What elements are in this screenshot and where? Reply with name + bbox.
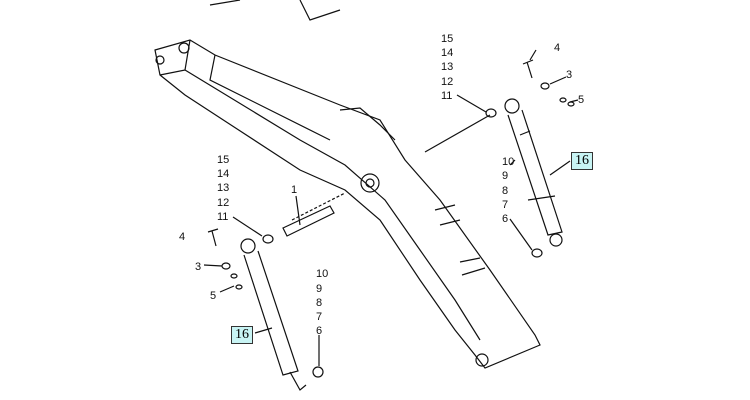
callout-6-left: 6 — [316, 325, 323, 337]
pin-1 — [282, 192, 346, 237]
callout-3-left: 3 — [195, 261, 202, 273]
callout-3-right: 3 — [566, 69, 573, 81]
callout-11-left: 11 — [217, 211, 229, 223]
right-cylinder — [424, 49, 579, 258]
callout-15-right: 15 — [441, 33, 454, 45]
callout-15-left: 15 — [217, 154, 230, 166]
callout-11-right: 11 — [441, 90, 453, 102]
callout-13-left: 13 — [217, 182, 230, 194]
left-cylinder — [203, 195, 324, 391]
callout-6-right: 6 — [502, 213, 509, 225]
callout-12-left: 12 — [217, 197, 230, 209]
callout-7-left: 7 — [316, 311, 323, 323]
assembly-16-left-badge[interactable]: 16 — [231, 326, 253, 344]
callout-4-left: 4 — [179, 231, 186, 243]
callout-9-left: 9 — [316, 283, 323, 295]
callout-10-right: 10 — [502, 156, 515, 168]
callout-5-right: 5 — [578, 94, 585, 106]
callout-5-left: 5 — [210, 290, 217, 302]
callout-1-pin: 1 — [291, 184, 298, 196]
callout-10-left: 10 — [316, 268, 329, 280]
callout-13-right: 13 — [441, 61, 454, 73]
callout-8-right: 8 — [502, 185, 509, 197]
callout-7-right: 7 — [502, 199, 509, 211]
callout-12-right: 12 — [441, 76, 454, 88]
callout-14-left: 14 — [217, 168, 230, 180]
callout-8-left: 8 — [316, 297, 323, 309]
callout-4-right: 4 — [554, 42, 561, 54]
assembly-16-right-badge[interactable]: 16 — [571, 152, 593, 170]
callout-9-right: 9 — [502, 170, 509, 182]
callout-14-right: 14 — [441, 47, 454, 59]
boom-arm — [154, 0, 541, 369]
